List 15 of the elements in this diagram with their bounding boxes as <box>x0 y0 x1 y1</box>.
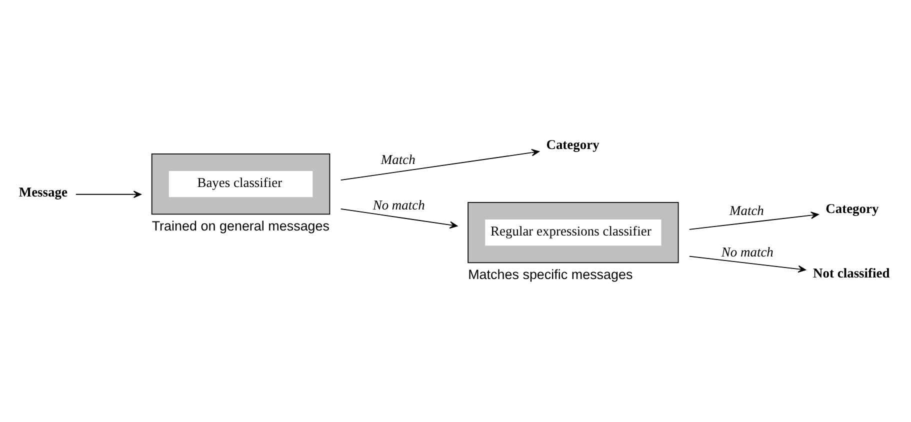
arrow <box>688 212 819 230</box>
edge-label: No match <box>372 198 425 213</box>
node-text: Category <box>826 200 879 216</box>
node-text: Not classified <box>813 265 890 280</box>
arrow <box>340 208 458 229</box>
arrow <box>75 190 142 198</box>
edge-label: No match <box>721 244 774 260</box>
node-label: Trained on general messages <box>152 218 330 234</box>
node-text: Category <box>546 137 600 152</box>
arrow <box>688 256 806 273</box>
node-text: Message <box>18 184 68 200</box>
arrow <box>340 148 540 181</box>
edge-label: Match <box>380 152 416 167</box>
edge-label: Match <box>730 203 764 218</box>
node-label: Matches specific messages <box>468 266 633 282</box>
